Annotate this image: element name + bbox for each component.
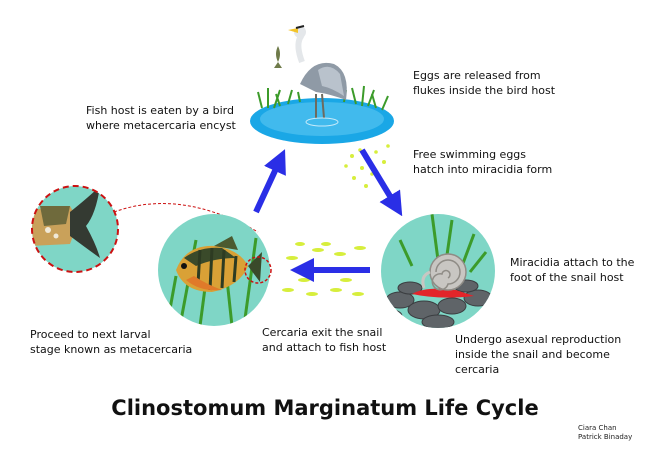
heron xyxy=(274,25,347,119)
arrow-fish-to-bird xyxy=(253,149,286,214)
cycle-arrows xyxy=(253,148,403,282)
label-eggs-hatch: Free swimming eggs hatch into miracidia … xyxy=(413,148,553,176)
zoom-marker xyxy=(244,256,272,284)
label-metacercaria: Proceed to next larval stage known as me… xyxy=(30,328,193,356)
label-bird-eats-fish: Fish host is eaten by a bird where metac… xyxy=(86,104,236,132)
snail-foot xyxy=(412,288,474,298)
heron-pond-illustration xyxy=(250,25,394,144)
label-eggs-released: Eggs are released from flukes inside the… xyxy=(413,69,556,97)
label-asexual-reproduction: Undergo asexual reproduction inside the … xyxy=(455,333,622,376)
credits: Ciara Chan Patrick Binaday xyxy=(578,424,633,441)
diagram-title: Clinostomum Marginatum Life Cycle xyxy=(111,396,539,420)
metacercaria-zoom-illustration xyxy=(31,185,119,273)
label-cercaria-exit: Cercaria exit the snail and attach to fi… xyxy=(262,326,387,354)
snail-host-illustration xyxy=(381,214,495,328)
fish-host-illustration xyxy=(158,214,272,326)
pond-grass xyxy=(257,85,389,111)
label-miracidia-attach: Miracidia attach to the foot of the snai… xyxy=(510,256,635,284)
arrow-bird-to-snail xyxy=(359,148,403,217)
